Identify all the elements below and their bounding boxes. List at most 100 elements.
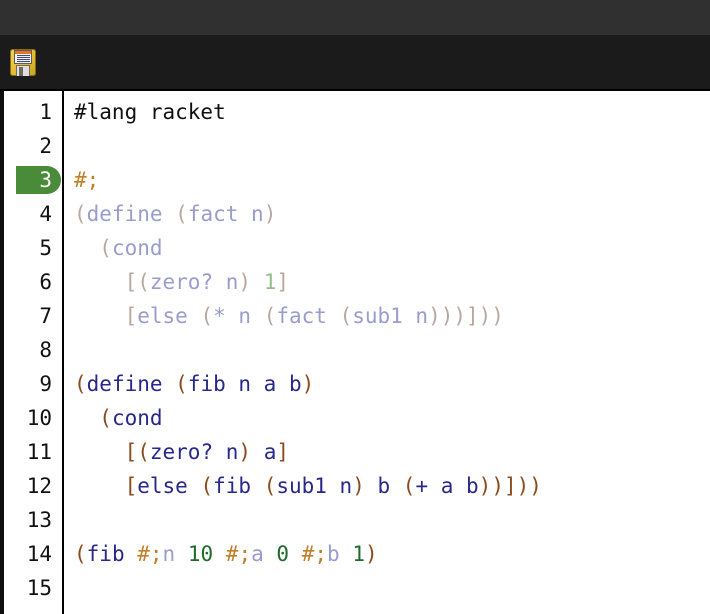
code-token: ( bbox=[74, 542, 87, 566]
line-number: 5 bbox=[39, 236, 52, 260]
code-token: ( bbox=[99, 236, 112, 260]
code-token bbox=[74, 406, 99, 430]
code-token: cond bbox=[111, 406, 163, 430]
line-number: 1 bbox=[39, 100, 52, 124]
code-token: fib bbox=[213, 474, 264, 498]
line-number: 13 bbox=[26, 508, 52, 532]
code-token: b bbox=[327, 542, 340, 566]
code-token: sub1 n bbox=[352, 304, 429, 328]
code-line-text[interactable]: [else (* n (fact (sub1 n)))])) bbox=[58, 304, 710, 328]
code-line-text[interactable]: (cond bbox=[58, 236, 710, 260]
code-token: fib n a b bbox=[187, 372, 302, 396]
code-token: #lang racket bbox=[74, 100, 226, 124]
code-token: zero? n bbox=[149, 270, 239, 294]
line-number: 11 bbox=[26, 440, 52, 464]
code-line-row[interactable]: 2 bbox=[4, 129, 710, 163]
code-token bbox=[74, 236, 99, 260]
code-line-row[interactable]: 5 (cond bbox=[4, 231, 710, 265]
code-line-row[interactable]: 14(fib #;n 10 #;a 0 #;b 1) bbox=[4, 537, 710, 571]
code-line-row[interactable]: 4(define (fact n) bbox=[4, 197, 710, 231]
code-line-row[interactable]: 10 (cond bbox=[4, 401, 710, 435]
code-token: ( bbox=[200, 304, 214, 328]
code-token: ( bbox=[99, 406, 112, 430]
code-line-text[interactable]: (define (fib n a b) bbox=[58, 372, 710, 396]
code-token: cond bbox=[111, 236, 163, 260]
code-token: ( bbox=[200, 474, 214, 498]
code-line-text[interactable]: #lang racket bbox=[58, 100, 710, 124]
code-token bbox=[289, 542, 302, 566]
window-titlebar bbox=[0, 0, 710, 35]
code-token: else bbox=[137, 304, 201, 328]
code-token: [ bbox=[124, 304, 138, 328]
code-token: sub1 n bbox=[276, 474, 353, 498]
code-token bbox=[74, 474, 125, 498]
code-line-row[interactable]: 11 [(zero? n) a] bbox=[4, 435, 710, 469]
code-token: ) bbox=[238, 270, 264, 294]
code-token: 1 bbox=[352, 542, 365, 566]
code-token: * n bbox=[213, 304, 264, 328]
code-line-row[interactable]: 1 #lang racket bbox=[4, 95, 710, 129]
code-token: fact n bbox=[187, 202, 264, 226]
code-line-row[interactable]: 6 [(zero? n) 1] bbox=[4, 265, 710, 299]
line-number: 10 bbox=[26, 406, 52, 430]
code-line-row[interactable]: 8 bbox=[4, 333, 710, 367]
code-line-row[interactable]: 13 bbox=[4, 503, 710, 537]
code-token: ( bbox=[175, 372, 188, 396]
code-token bbox=[74, 440, 125, 464]
floppy-label bbox=[14, 49, 32, 64]
code-token: zero? n bbox=[149, 440, 239, 464]
line-number: 2 bbox=[39, 134, 52, 158]
editor-toolbar bbox=[0, 35, 710, 91]
code-line-text[interactable]: #; bbox=[58, 168, 710, 192]
code-token: b bbox=[377, 474, 403, 498]
code-line-row[interactable]: 3 #; bbox=[4, 163, 710, 197]
code-token bbox=[213, 542, 226, 566]
line-number: 6 bbox=[39, 270, 52, 294]
code-token: #; bbox=[301, 542, 328, 566]
line-number: 8 bbox=[39, 338, 52, 362]
code-token: [( bbox=[124, 440, 150, 464]
code-token: ] bbox=[276, 440, 289, 464]
code-token: #; bbox=[137, 542, 163, 566]
code-line-row[interactable]: 9(define (fib n a b) bbox=[4, 367, 710, 401]
code-token: define bbox=[86, 202, 176, 226]
floppy-label-stripe bbox=[15, 50, 31, 54]
code-token: #; bbox=[74, 168, 100, 192]
code-token: else bbox=[137, 474, 201, 498]
code-token: define bbox=[86, 372, 176, 396]
code-token: a bbox=[251, 542, 264, 566]
line-number: 12 bbox=[26, 474, 52, 498]
code-token: [ bbox=[124, 474, 138, 498]
code-line-text[interactable]: (cond bbox=[58, 406, 710, 430]
code-line-text[interactable]: [else (fib (sub1 n) b (+ a b))])) bbox=[58, 474, 710, 498]
code-token: fact bbox=[276, 304, 340, 328]
line-number: 3 bbox=[39, 168, 52, 192]
code-line-text[interactable]: (fib #;n 10 #;a 0 #;b 1) bbox=[58, 542, 710, 566]
code-token: 1 bbox=[263, 270, 277, 294]
code-token: ) bbox=[352, 474, 378, 498]
code-line-row[interactable]: 7 [else (* n (fact (sub1 n)))])) bbox=[4, 299, 710, 333]
code-token: ( bbox=[74, 372, 87, 396]
code-line-row[interactable]: 15 bbox=[4, 571, 710, 605]
code-token: ( bbox=[339, 304, 353, 328]
code-token: ( bbox=[402, 474, 416, 498]
code-token bbox=[264, 542, 277, 566]
code-token bbox=[175, 542, 188, 566]
code-line-text[interactable]: [(zero? n) a] bbox=[58, 440, 710, 464]
code-line-row[interactable]: 12 [else (fib (sub1 n) b (+ a b))])) bbox=[4, 469, 710, 503]
code-token: ( bbox=[263, 474, 277, 498]
code-token: ) bbox=[263, 202, 277, 226]
code-line-text[interactable]: [(zero? n) 1] bbox=[58, 270, 710, 294]
code-token: ( bbox=[263, 304, 277, 328]
line-number: 7 bbox=[39, 304, 52, 328]
code-token bbox=[74, 304, 125, 328]
floppy-disk-save-icon bbox=[10, 48, 36, 76]
line-number: 14 bbox=[26, 542, 52, 566]
code-line-text[interactable]: (define (fact n) bbox=[58, 202, 710, 226]
code-token: + a b bbox=[415, 474, 479, 498]
save-button[interactable] bbox=[6, 44, 40, 80]
code-token: [( bbox=[124, 270, 150, 294]
code-token: ) bbox=[301, 372, 315, 396]
